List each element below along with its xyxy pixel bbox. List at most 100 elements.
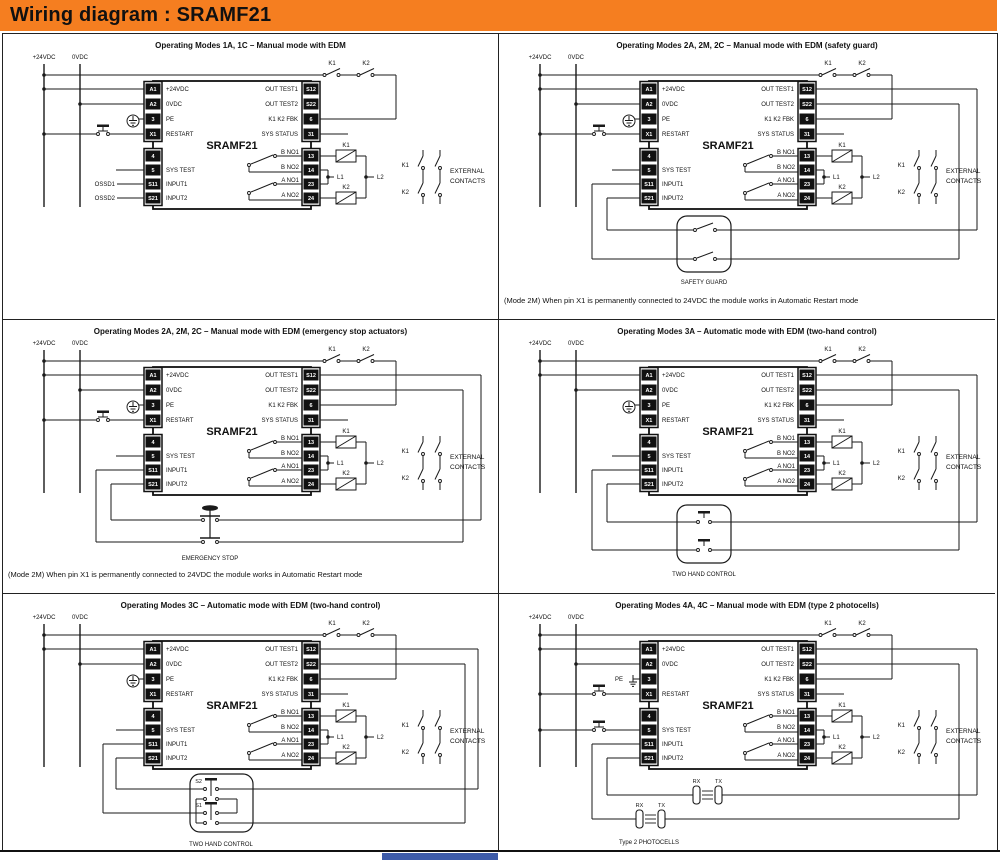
safety-guard-box [676, 215, 732, 273]
pin-label: A NO1 [281, 738, 299, 744]
pin-number: 23 [308, 742, 314, 748]
pin-box [799, 710, 815, 722]
contact-terminal [743, 477, 747, 481]
pin-number: A1 [149, 647, 156, 653]
external-k1-label: K1 [898, 723, 906, 729]
contact-terminal [215, 821, 219, 825]
pin-number: A2 [645, 388, 652, 394]
pin-number: 14 [308, 454, 315, 460]
pin-box [145, 478, 161, 490]
no-contact-blade [930, 155, 937, 167]
break-contact-blade [855, 68, 871, 76]
panel-note: (Mode 2M) When pin X1 is permanently con… [504, 296, 859, 305]
pin-box [799, 688, 815, 700]
pin-number: S21 [148, 196, 158, 202]
pin-number: 24 [308, 196, 315, 202]
pin-strip [143, 433, 163, 493]
pin-number: 24 [804, 482, 811, 488]
pin-number: S12 [306, 373, 316, 379]
pin-label: SYS TEST [166, 454, 195, 460]
contact-terminal [96, 418, 100, 422]
contact-terminal [934, 479, 938, 483]
contact-terminal [934, 726, 938, 730]
relay-contact-label: K2 [362, 347, 370, 353]
pin-box [799, 478, 815, 490]
pin-box [641, 414, 657, 426]
pin-label: OUT TEST2 [761, 388, 794, 394]
module-box [152, 80, 312, 210]
break-contact-blade [325, 354, 341, 362]
junction-dot [538, 87, 542, 91]
push-button-icon [205, 802, 217, 805]
pin-strip [301, 640, 321, 703]
pin-label: B NO1 [281, 150, 300, 156]
photocell-icon [657, 809, 666, 829]
relay-contact-label: K2 [362, 61, 370, 67]
pin-label: A NO1 [281, 464, 299, 470]
break-contact-blade [359, 628, 375, 636]
pin-number: 3 [151, 117, 154, 123]
pin-label: +24VDC [166, 647, 190, 653]
pin-label: A NO2 [281, 479, 299, 485]
pin-strip [301, 707, 321, 767]
pin-number: 6 [309, 677, 312, 683]
pin-number: X1 [646, 692, 653, 698]
pin-number: 23 [804, 468, 810, 474]
no-contact-blade [930, 182, 937, 194]
junction-dot [42, 373, 46, 377]
module-name: SRAMF21 [702, 426, 753, 438]
pin-box [303, 436, 319, 448]
coil-diagonal [335, 149, 357, 163]
contact-terminal [818, 73, 823, 77]
coil-label: K1 [342, 703, 350, 709]
pin-box [641, 113, 657, 125]
pin-label: A NO2 [281, 753, 299, 759]
pin-strip [797, 433, 817, 493]
pin-number: 5 [647, 454, 650, 460]
ossd2-label: OSSD2 [95, 196, 116, 202]
module-name: SRAMF21 [702, 140, 753, 152]
panel-title: Operating Modes 2A, 2M, 2C – Manual mode… [616, 41, 878, 50]
pin-box [799, 658, 815, 670]
pin-number: S12 [306, 87, 316, 93]
external-contacts-label: CONTACTS [946, 178, 982, 185]
external-contacts-label: EXTERNAL [946, 168, 981, 175]
tx-label: TX [715, 779, 722, 785]
pin-label: INPUT1 [662, 182, 684, 188]
contact-terminal [215, 518, 219, 522]
pin-box [641, 450, 657, 462]
pin-box [145, 414, 161, 426]
coil-label: K2 [342, 185, 350, 191]
no-contact-blade [930, 715, 937, 727]
no-contact-blade [417, 742, 424, 754]
pin-box [303, 658, 319, 670]
contact-terminal [370, 73, 375, 77]
contact-terminal [852, 73, 857, 77]
no-contact-blade [913, 742, 920, 754]
pin-box [641, 98, 657, 110]
contact-terminal [818, 633, 823, 637]
pin-label: PE [166, 117, 174, 123]
pin-number: 13 [804, 714, 810, 720]
contact-terminal [917, 753, 921, 757]
junction-dot [42, 73, 46, 77]
contact-terminal [203, 821, 207, 825]
l2-label: L2 [377, 735, 384, 741]
photocell-icon [692, 785, 701, 805]
pin-label: OUT TEST1 [265, 373, 298, 379]
rx-label: RX [636, 803, 644, 809]
external-contacts-label: CONTACTS [450, 178, 486, 185]
contact-terminal [421, 479, 425, 483]
no-contact-blade [913, 182, 920, 194]
pin-label: OUT TEST1 [265, 87, 298, 93]
pin-number: 23 [804, 742, 810, 748]
push-button-icon [593, 124, 605, 127]
module-box [152, 366, 312, 496]
pin-box [303, 369, 319, 381]
pin-number: S22 [306, 662, 316, 668]
